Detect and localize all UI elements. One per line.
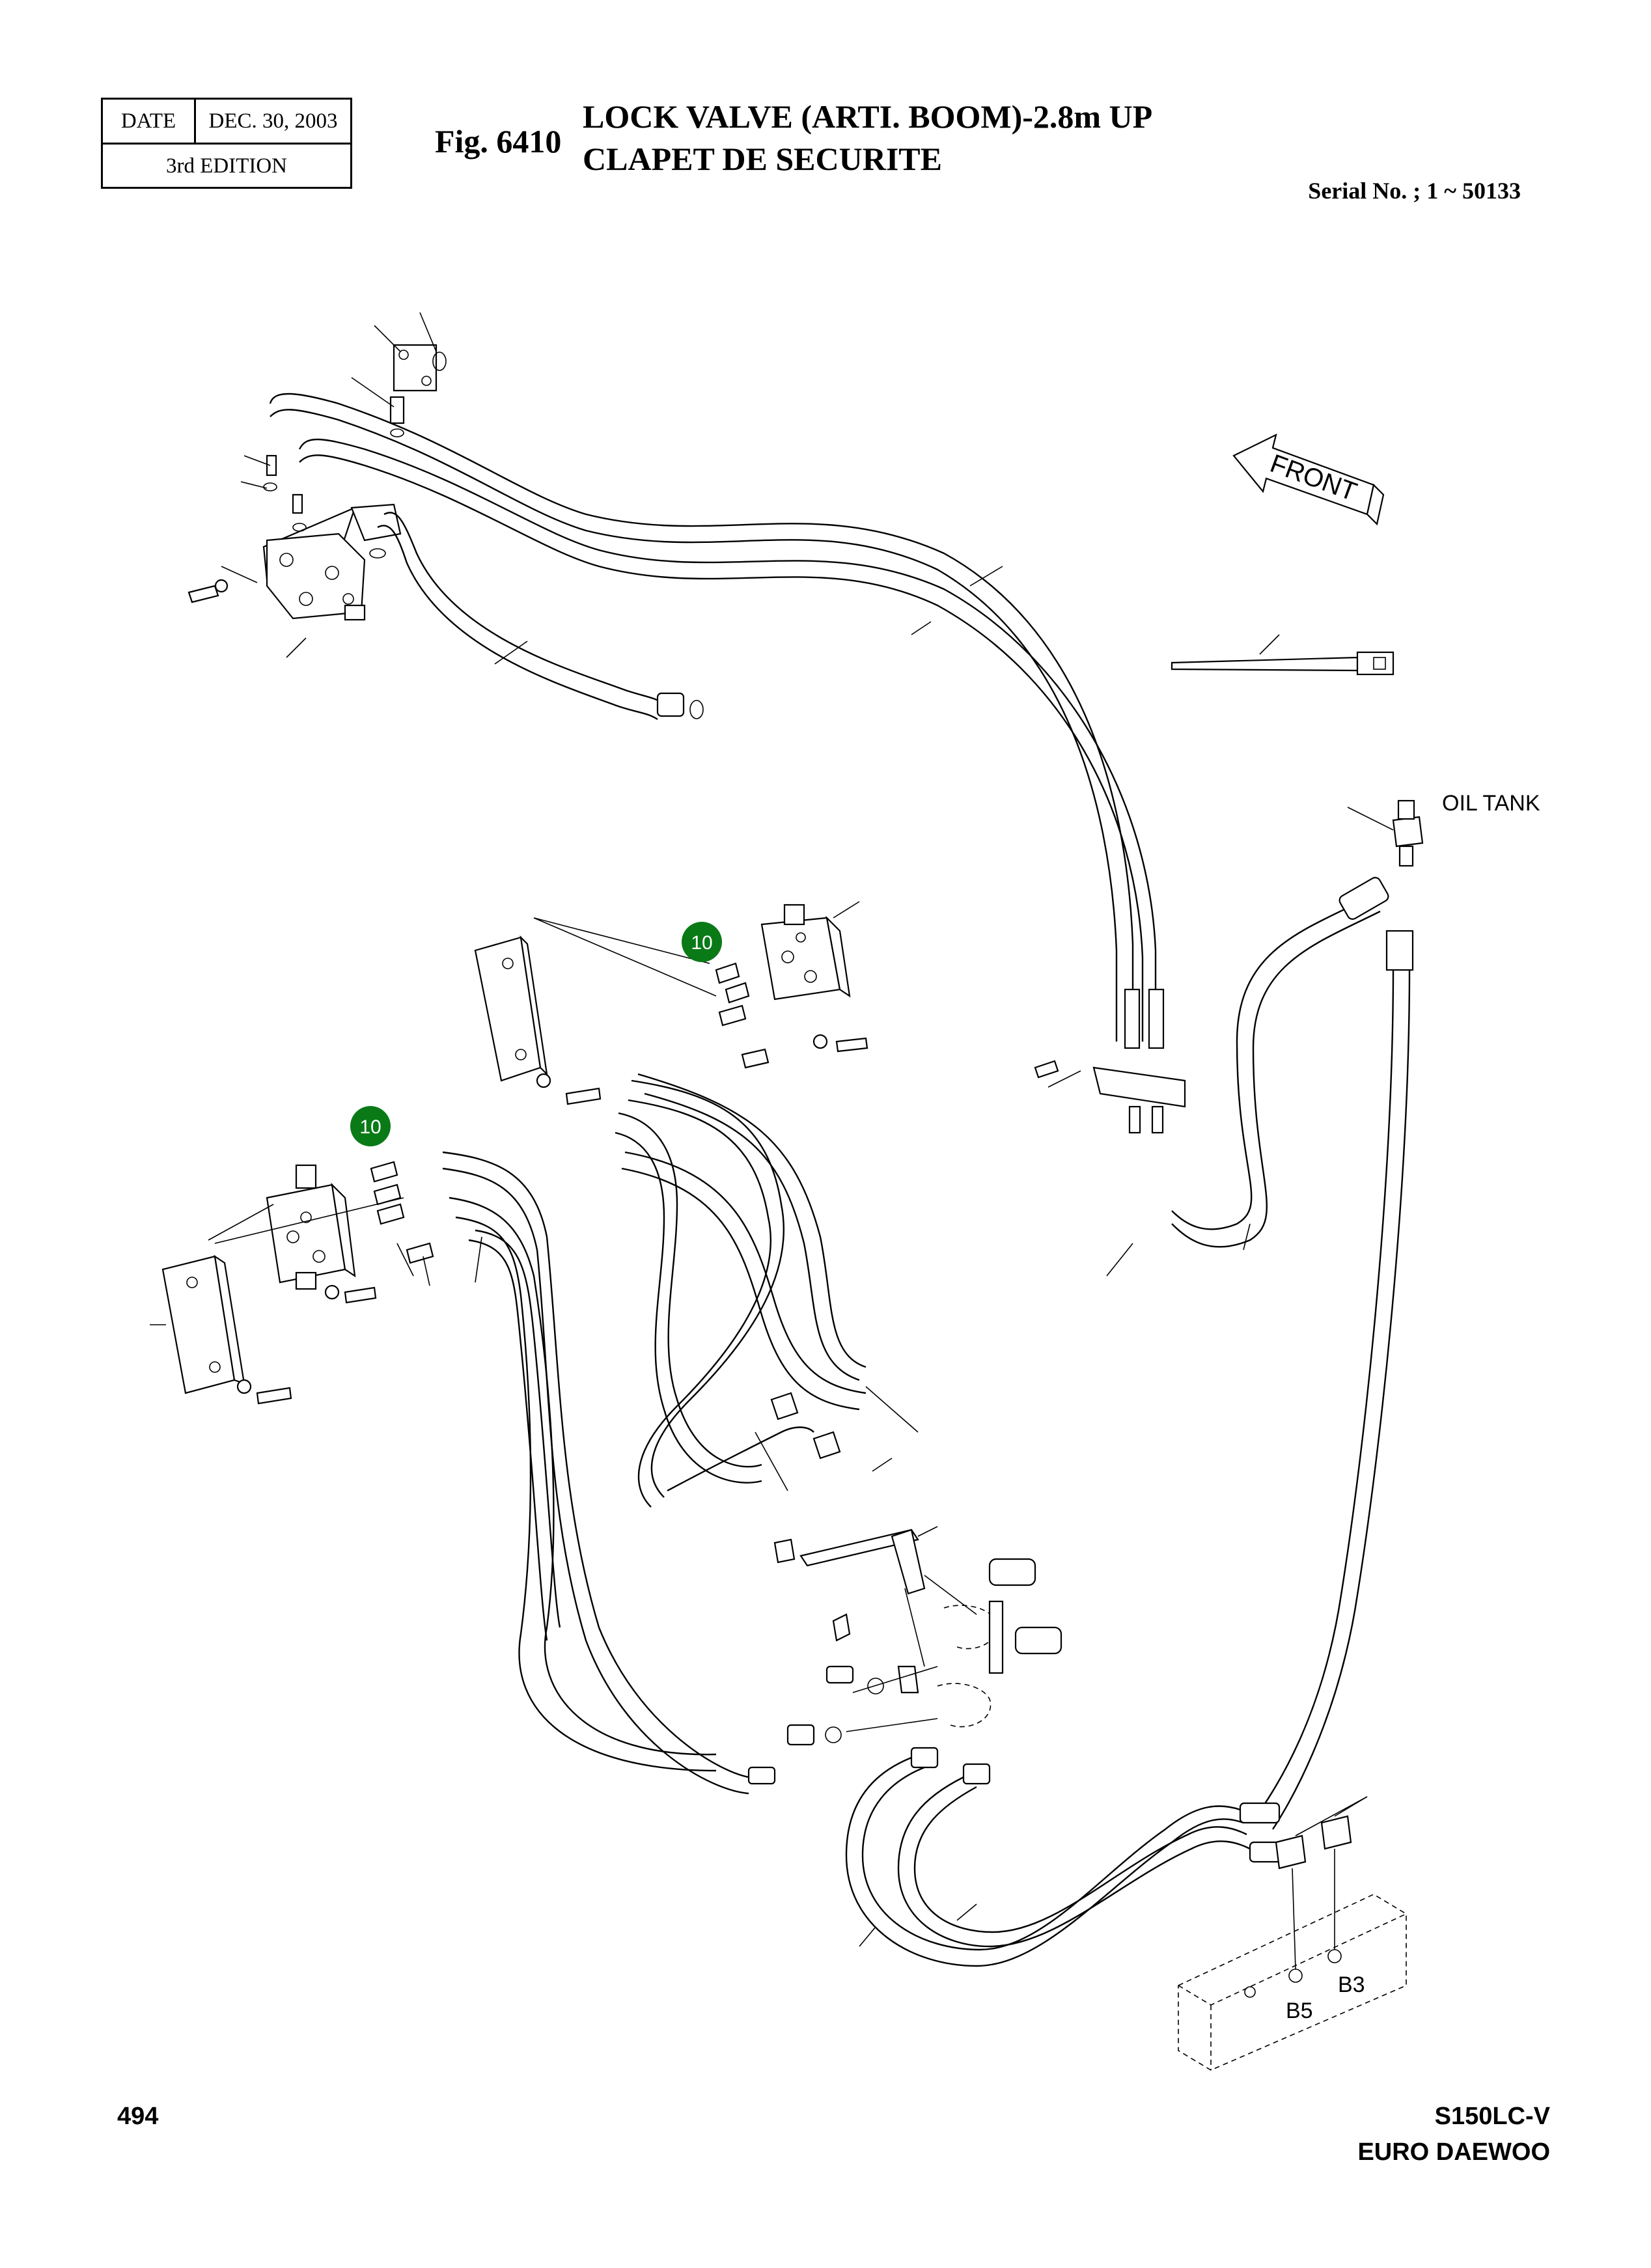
oil-tank-label: OIL TANK (1442, 791, 1540, 816)
lower-hoses (442, 1073, 884, 1795)
front-label: FRONT (1266, 449, 1361, 506)
callout-badge-text: 10 (691, 932, 712, 954)
middle-lock-valve (715, 904, 868, 1069)
bottom-hose-loop (845, 1747, 1290, 1967)
control-valve-block: B3 B5 (1178, 1815, 1407, 2071)
cable-tie-icon (1171, 634, 1394, 676)
middle-mount-block (474, 935, 602, 1105)
date-row: DATE DEC. 30, 2003 (103, 100, 350, 145)
figure-title: LOCK VALVE (ARTI. BOOM)-2.8m UP (583, 98, 1153, 135)
serial-number: Serial No. ; 1 ~ 50133 (1308, 178, 1521, 204)
page-number: 494 (117, 2103, 159, 2130)
port-b3-label: B3 (1338, 1972, 1365, 1997)
port-b5-label: B5 (1286, 1998, 1313, 2023)
date-label: DATE (103, 100, 196, 143)
date-edition-box: DATE DEC. 30, 2003 3rd EDITION (101, 98, 352, 189)
leader-lines (150, 312, 1394, 1947)
model-name: S150LC-V (1434, 2103, 1550, 2130)
figure-number: Fig. 6410 (435, 123, 562, 159)
edition-label: 3rd EDITION (165, 154, 288, 178)
date-value: DEC. 30, 2003 (208, 109, 338, 133)
callout-badge-text: 10 (359, 1116, 381, 1138)
oil-tank-line: OIL TANK (1171, 791, 1540, 1830)
upper-lock-valve (187, 344, 447, 621)
lower-bracket (770, 1392, 1062, 1728)
figure-subtitle: CLAPET DE SECURITE (583, 141, 943, 177)
lower-lock-valve (266, 1161, 434, 1304)
front-arrow-icon: FRONT (1232, 433, 1385, 526)
maker-name: EURO DAEWOO (1357, 2138, 1550, 2166)
callout-badge: 10 (682, 922, 722, 962)
hose-bracket (1034, 1060, 1186, 1134)
lower-mount-block (161, 1254, 292, 1405)
upper-hoses (269, 393, 1165, 1049)
callout-badge: 10 (350, 1106, 391, 1146)
